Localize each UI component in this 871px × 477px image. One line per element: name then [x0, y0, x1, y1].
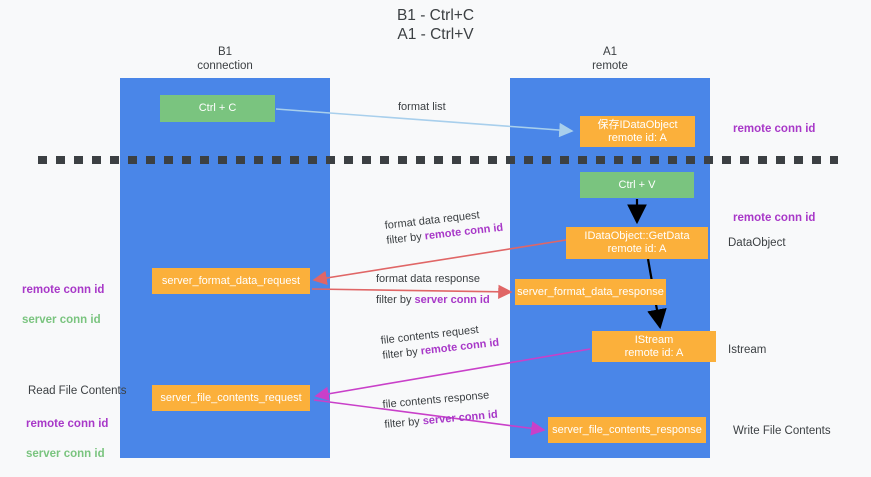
note-left-conn-ids-file: remote conn id server conn id [26, 402, 108, 477]
box-save-idataobject[interactable]: 保存IDataObject remote id: A [580, 116, 695, 147]
box-server-file-contents-response[interactable]: server_file_contents_response [548, 417, 706, 443]
box-istream[interactable]: IStream remote id: A [592, 331, 716, 362]
box-ctrl-v[interactable]: Ctrl + V [580, 172, 694, 198]
filter-prefix: filter by [376, 294, 415, 306]
note-dataobject: DataObject [728, 237, 786, 249]
filter-prefix: filter by [381, 345, 422, 362]
note-left-remote-conn-id: remote conn id [22, 284, 105, 296]
box-server-format-data-response[interactable]: server_format_data_response [515, 279, 666, 305]
edge-label-file-contents-request: file contents request filter by remote c… [380, 321, 500, 364]
note-left2-remote-conn-id: remote conn id [26, 418, 109, 430]
edge-label-file-contents-response: file contents response filter by server … [382, 388, 498, 433]
filter-key: server conn id [414, 294, 490, 306]
note-left-server-conn-id: server conn id [22, 314, 101, 326]
edge-label-format-data-response: format data response filter by server co… [376, 272, 490, 308]
edge-label-format-list-text: format list [398, 101, 446, 113]
note-left2-server-conn-id: server conn id [26, 448, 105, 460]
note-remote-conn-id-top: remote conn id [733, 123, 816, 135]
lane-heading-a1: A1 remote [592, 46, 628, 72]
box-idataobject-getdata[interactable]: IDataObject::GetData remote id: A [566, 227, 708, 259]
diagram-title: B1 - Ctrl+C A1 - Ctrl+V [396, 7, 475, 43]
phase-separator-dashed-line [38, 156, 838, 164]
filter-key: server conn id [422, 408, 499, 428]
note-istream: Istream [728, 344, 767, 356]
filter-prefix: filter by [385, 230, 426, 247]
edge-label-format-data-request: format data request filter by remote con… [384, 206, 504, 249]
edge-label-format-data-response-filter: filter by server conn id [376, 293, 490, 308]
note-read-file-contents: Read File Contents [28, 385, 127, 397]
note-write-file-contents: Write File Contents [733, 425, 831, 437]
filter-prefix: filter by [383, 415, 424, 431]
note-remote-conn-id-mid: remote conn id [733, 212, 816, 224]
box-ctrl-c[interactable]: Ctrl + C [160, 95, 275, 122]
box-server-file-contents-request[interactable]: server_file_contents_request [152, 385, 310, 411]
edge-label-format-data-response-title: format data response [376, 273, 480, 285]
diagram-canvas: B1 - Ctrl+C A1 - Ctrl+V B1 connection A1… [22, 7, 838, 460]
note-left-conn-ids-format: remote conn id server conn id [22, 268, 104, 343]
lane-heading-b1: B1 connection [197, 46, 253, 72]
box-server-format-data-request[interactable]: server_format_data_request [152, 268, 310, 294]
edge-label-file-contents-response-filter: filter by server conn id [384, 408, 499, 433]
edge-label-format-list: format list [398, 100, 446, 115]
